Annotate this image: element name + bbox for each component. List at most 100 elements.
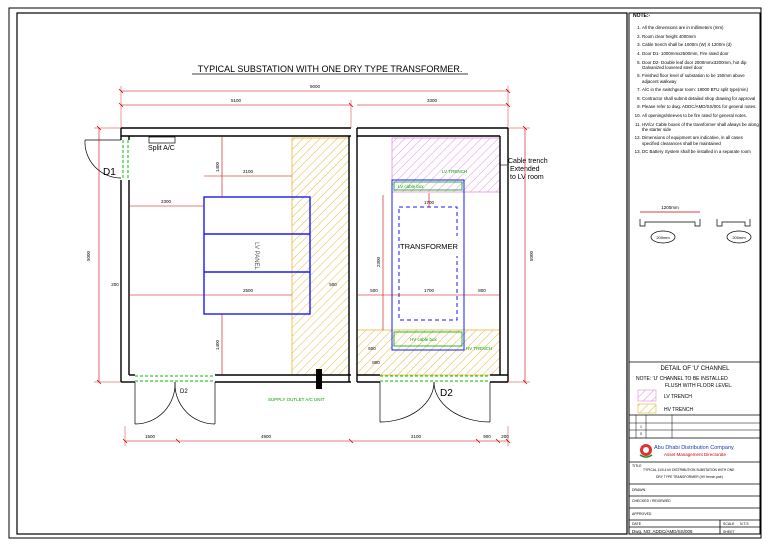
lv-cable-box [393,181,463,191]
note-item: Cable trench shall be 1000m (W) X 1200m … [642,42,761,47]
dim-tx-inner: 1700 [424,200,435,205]
note-item: A/C in the switchgear room: 18000 BTU sp… [642,87,761,92]
dim-bot-left: 1400 [215,339,220,350]
dim-bottom-4: 900 [483,434,491,439]
dim-left-small: 200 [111,282,119,287]
dim-bottom-5: 200 [501,434,509,439]
left-room-walls [120,127,358,383]
dim-trench-small: 500 [370,288,378,293]
legend-hv-swatch [637,403,657,414]
dim-bottom-2: 4900 [261,434,272,439]
lv-trench-label: LV TRENCH [442,169,467,174]
note-item: All openings/sleeves to be fire rated fo… [642,113,761,118]
cable-trench-note-3: to LV room [510,174,544,181]
dim-trench-h: 2300 [376,256,381,267]
transformer-label: TRANSFORMER [400,242,459,251]
tb-title-text-2: DRY TYPE TRANSFORMER (HV french pair) [656,475,723,479]
channel-detail-title: DETAIL OF 'U' CHANNEL [661,366,731,372]
tb-scale-label: SCALE [723,522,735,526]
cable-trench-note-1: Cable trench [508,158,548,165]
company-logo [639,444,653,458]
dim-room-right: 3300 [427,98,438,103]
company-name: Abu Dhabi Distribution Company [654,445,734,451]
u-channel-detail [639,211,752,244]
channel-right-tag: 200mm [732,235,746,240]
dim-left-height: 5000 [86,250,91,261]
tb-sheet-label: SHEET [723,530,736,534]
notes-heading: NOTE:- [633,13,651,19]
dim-left-clear: 2300 [161,199,172,204]
tb-title-text-1: TYPICAL 11/0.4 kV DISTRIBUTION SUBSTATIO… [643,468,735,472]
tb-dwg-no: Dwg. NO: ADDC/AMD/SS/006 [632,529,693,534]
tb-title-label: TITLE [632,464,642,468]
dim-mid-small: 500 [329,282,337,287]
company-dept: Asset Management Directorate [664,452,727,457]
hv-trench-label: HV TRENCH [466,346,492,351]
door-d1-label: D1 [103,167,116,178]
channel-note-1: NOTE: 'U' CHANNEL TO BE INSTALLED [636,376,728,382]
notes-panel: NOTE:- All the dimensions are in millime… [633,13,761,158]
split-ac-label: Split A/C [148,145,175,152]
dim-front-clear: 2500 [243,288,254,293]
dim-trench-w: 1700 [424,288,435,293]
notes-list: All the dimensions are in millimeters (m… [633,25,761,154]
rev-row-1: 1 [640,425,642,429]
note-item: Room clear height 4000mm [642,34,761,39]
note-item: HV/LV Cable boxes of the transformer sha… [642,122,761,132]
channel-left-tag: 200mm [656,235,670,240]
dim-bottom-1: 1500 [145,434,156,439]
lv-panel-label: LV PANEL [253,242,259,270]
dim-overall: 9000 [310,84,321,89]
note-item: DC Battery System shall be installed in … [642,149,761,154]
extension-lines [94,86,530,446]
hv-cable-box-label: HV cable box [410,337,438,342]
tb-date-label: DATE [632,522,642,526]
side-panel-frame [628,12,761,535]
dimension-lines [98,90,526,442]
note-item: Please refer to dwg. ADDC/AMD/SS/001 for… [642,104,761,109]
legend-lv-label: LV TRENCH [664,394,692,400]
dim-room-left: 5100 [231,98,242,103]
drawing-frame [16,12,628,535]
tb-drawn-label: DRAWN [632,488,646,492]
revision-table [629,415,760,438]
note-item: Dimensions of equipment are indicative, … [642,135,761,145]
right-room-walls [357,127,509,383]
tb-approved-label: APPROVED [632,512,652,516]
dim-bottom-3: 2100 [411,434,422,439]
lv-panel [203,196,311,315]
note-item: Finished floor level of substation to be… [642,73,761,83]
channel-note-2: FLUSH WITH FLOOR LEVEL. [665,383,733,389]
tb-scale-val: N.T.S [740,522,749,526]
dim-panel-h: 1400 [215,161,220,172]
dim-hv-small2: 800 [372,360,380,365]
dim-trench-small2: 800 [478,288,486,293]
note-item: All the dimensions are in millimeters (m… [642,25,761,30]
legend-lv-swatch [637,389,657,402]
legend-hv-label: HV TRENCH [664,407,693,413]
outer-frame [8,7,762,539]
door-d2-right [379,381,491,423]
rev-row-0: 0 [640,432,642,436]
dim-hv-small: 500 [368,346,376,351]
note-item: Door D2- Double leaf door 2000mmx3200mm,… [642,60,761,70]
door-d2-left-label: D2 [180,389,188,395]
split-ac-unit [148,136,176,144]
hv-cable-box [393,331,463,347]
note-item: Door D1- 1000mmx2500mm, Fire rated door [642,51,761,56]
transformer [391,179,465,351]
drawing-title: TYPICAL SUBSTATION WITH ONE DRY TYPE TRA… [198,64,463,74]
channel-dim: 1200mm [661,205,679,210]
note-item: Contractor shall submit detailed shop dr… [642,96,761,101]
door-d1 [84,139,122,179]
lv-cable-box-label: LV cable box [398,184,424,189]
dim-panel-w: 2100 [243,169,254,174]
door-d2-right-label: D2 [440,388,453,399]
hv-trench-right [356,329,501,376]
dim-right-height: 5000 [529,250,534,261]
tb-checked-label: CHECKED / REVIEWED [632,499,671,503]
door-d2-left [134,381,216,425]
ac-outlet-label: SUPPLY OUTLET A/C UNIT [268,397,325,402]
